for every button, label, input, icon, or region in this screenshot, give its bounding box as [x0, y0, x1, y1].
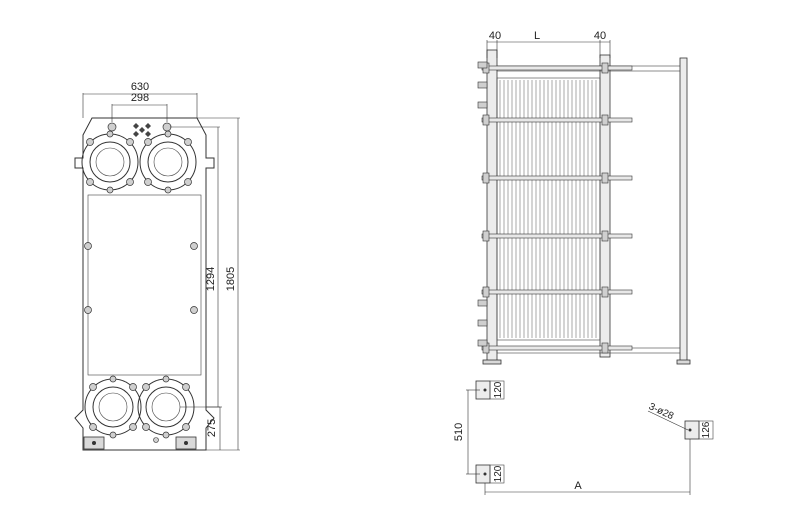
label-holes: 3-ø28	[647, 401, 676, 422]
label-630: 630	[131, 81, 149, 93]
label-298: 298	[131, 92, 149, 104]
dim-port-center: 1294	[170, 126, 220, 408]
label-510: 510	[453, 423, 465, 441]
tie-rod	[481, 175, 633, 181]
top-corner-bolts	[107, 122, 172, 132]
tie-rod-nut-right	[601, 342, 609, 354]
label-120-top: 120	[493, 381, 504, 398]
pad-right	[684, 420, 700, 440]
tie-rod	[481, 289, 633, 295]
flange-bolts	[86, 130, 192, 439]
dim-length: 40 L 40	[486, 30, 611, 58]
dim-port-spacing: 298	[111, 92, 168, 122]
foundation-plan: 120 120 126 510 A 3-ø28	[453, 380, 714, 495]
plate-outline	[74, 117, 215, 451]
label-A: A	[574, 480, 582, 492]
label-right-40: 40	[594, 30, 606, 42]
dim-height: 1805	[197, 117, 240, 451]
tie-rod	[481, 65, 633, 71]
fixed-frame-plate	[486, 49, 498, 363]
tie-rod-nut-left	[482, 172, 490, 184]
tie-rod-nut-right	[601, 62, 609, 74]
tie-rod-nut-right	[601, 114, 609, 126]
tie-rod-nut-right	[601, 172, 609, 184]
front-view: 630 298 1294 1805 275	[74, 81, 240, 451]
label-1805: 1805	[225, 267, 237, 291]
plate-pack	[496, 77, 601, 341]
tie-rod-nut-right	[601, 286, 609, 298]
frame-foot	[482, 359, 502, 365]
tie-rod-nut-right	[601, 230, 609, 242]
tie-rod-bolts	[84, 242, 198, 314]
tie-rods	[481, 62, 633, 354]
tie-rod	[481, 117, 633, 123]
pressure-plate	[599, 54, 611, 358]
label-left-40: 40	[489, 30, 501, 42]
support-column	[679, 57, 688, 363]
side-view: 40 L 40	[477, 30, 691, 365]
diamond-marks	[133, 123, 151, 137]
tie-rod-nut-left	[482, 114, 490, 126]
nozzle-bolts	[477, 61, 488, 347]
label-120-bottom: 120	[493, 465, 504, 482]
plate-lines	[499, 80, 597, 338]
dim-bottom: 275	[206, 406, 222, 450]
column-foot	[676, 359, 691, 365]
front-feet	[83, 436, 197, 450]
tie-rod-nut-left	[482, 286, 490, 298]
tie-rod	[481, 345, 633, 351]
plate-panel	[87, 194, 202, 376]
label-275: 275	[206, 419, 218, 437]
tie-rod-nut-left	[482, 230, 490, 242]
tie-rod	[481, 233, 633, 239]
label-1294: 1294	[205, 267, 217, 291]
label-L: L	[534, 30, 540, 42]
dim-width: 630	[82, 81, 198, 118]
label-126: 126	[701, 421, 712, 438]
